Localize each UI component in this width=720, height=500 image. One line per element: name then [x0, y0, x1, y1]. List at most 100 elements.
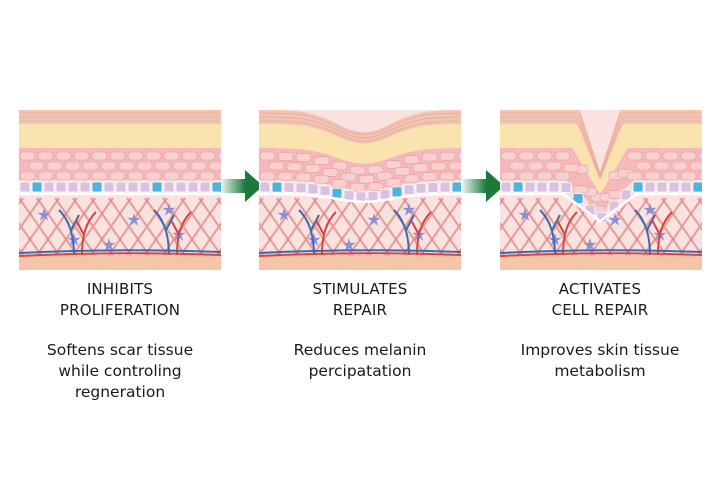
epidermal-cell	[145, 151, 162, 161]
epidermal-cell	[545, 161, 562, 171]
epidermal-cell	[304, 164, 321, 173]
vein	[19, 249, 221, 254]
desc-line: percipatation	[308, 362, 412, 380]
basal-cell	[79, 181, 91, 193]
epidermal-cell	[403, 174, 420, 184]
epidermal-cell	[421, 172, 438, 182]
desc-line: metabolism	[554, 362, 646, 380]
basal-cell	[560, 182, 572, 193]
collagen-fiber	[366, 197, 408, 256]
basal-cell	[283, 181, 295, 193]
collagen-fiber	[54, 197, 96, 256]
basal-cell	[55, 181, 67, 193]
epidermal-cell	[100, 161, 117, 171]
skin-panel-activates	[500, 110, 702, 270]
epidermal-cell	[136, 161, 153, 171]
epidermal-cell	[563, 163, 580, 173]
desc-line: while controling	[58, 362, 182, 380]
title-line: STIMULATES	[312, 280, 408, 298]
collagen-fiber	[108, 197, 150, 256]
epidermal-cell	[313, 175, 330, 184]
stratum-line	[259, 112, 459, 135]
epidermal-cell	[91, 171, 108, 181]
epidermal-cell	[367, 182, 384, 191]
basal-cell	[295, 182, 307, 194]
melanocyte	[512, 181, 524, 193]
epidermal-cell	[295, 172, 312, 182]
basal-cell	[379, 189, 391, 200]
epidermal-cell	[37, 171, 54, 181]
stratum-line	[500, 116, 700, 178]
epidermal-cell	[19, 171, 36, 181]
epidermal-cell	[19, 151, 36, 161]
fibroblast-star	[402, 203, 416, 216]
basal-cell	[644, 181, 656, 193]
epidermal-cell	[554, 171, 571, 181]
collagen-fiber	[420, 197, 461, 256]
collagen-fiber	[90, 197, 132, 256]
title-line: CELL REPAIR	[551, 301, 649, 319]
vein	[500, 249, 702, 254]
epidermal-cell	[457, 171, 461, 181]
basal-cell	[187, 181, 199, 193]
fibroblast-star	[548, 233, 562, 246]
epidermal-cell	[190, 161, 207, 171]
collagen-fiber	[259, 197, 300, 256]
epidermal-cell	[680, 151, 697, 161]
epidermal-cell	[635, 161, 652, 171]
basal-cell	[319, 185, 331, 197]
epidermal-cell	[448, 161, 461, 171]
title-line: INHIBITS	[86, 280, 154, 298]
basal-cell	[415, 182, 427, 194]
epidermal-cell	[217, 171, 221, 181]
epidermal-cell	[331, 161, 348, 171]
epidermal-cell	[644, 171, 661, 181]
epidermal-cell	[626, 171, 643, 181]
subcutaneous-layer	[19, 255, 221, 270]
collagen-fiber	[259, 197, 282, 256]
epidermal-cell	[181, 151, 198, 161]
basal-cell	[680, 181, 692, 193]
arrow-right-icon	[460, 170, 504, 202]
artery	[500, 252, 702, 257]
epidermal-cell	[500, 171, 517, 181]
collagen-fiber	[36, 197, 78, 256]
basal-cell	[439, 181, 451, 193]
collagen-fiber	[517, 197, 559, 256]
epidermal-cell	[208, 161, 221, 171]
skin-panel-inhibits	[19, 110, 221, 270]
epidermal-cell	[671, 161, 688, 171]
epidermal-cell	[527, 161, 544, 171]
epidermal-cell	[509, 161, 526, 171]
epidermal-cell	[217, 151, 221, 161]
vein	[259, 249, 461, 254]
epidermal-cell	[154, 161, 171, 171]
epidermal-cell	[500, 151, 517, 161]
melanocyte	[151, 181, 163, 193]
epidermal-cell	[277, 151, 294, 161]
epidermal-cell	[172, 161, 189, 171]
fibroblast-star	[277, 208, 291, 221]
melanocyte	[31, 181, 43, 193]
title-line: REPAIR	[332, 301, 388, 319]
epidermal-cell	[340, 172, 357, 182]
epidermal-cell	[295, 153, 312, 162]
title-line: ACTIVATES	[558, 280, 642, 298]
epidermal-cell	[91, 151, 108, 161]
fibroblast-star	[583, 238, 597, 251]
stratum-line	[500, 120, 700, 180]
collagen-fiber	[198, 197, 221, 256]
melanocyte	[331, 187, 343, 199]
basal-cell	[19, 181, 31, 193]
desc-line: regneration	[74, 383, 166, 401]
epidermal-cell	[376, 171, 393, 181]
epidermal-cell	[163, 171, 180, 181]
basal-cell	[175, 181, 187, 193]
melanocyte	[91, 181, 103, 193]
collagen-fiber	[348, 197, 390, 256]
epidermal-cell	[73, 151, 90, 161]
basement-membrane	[259, 192, 461, 204]
basal-cell	[343, 190, 355, 201]
epidermal-cell	[277, 171, 294, 181]
